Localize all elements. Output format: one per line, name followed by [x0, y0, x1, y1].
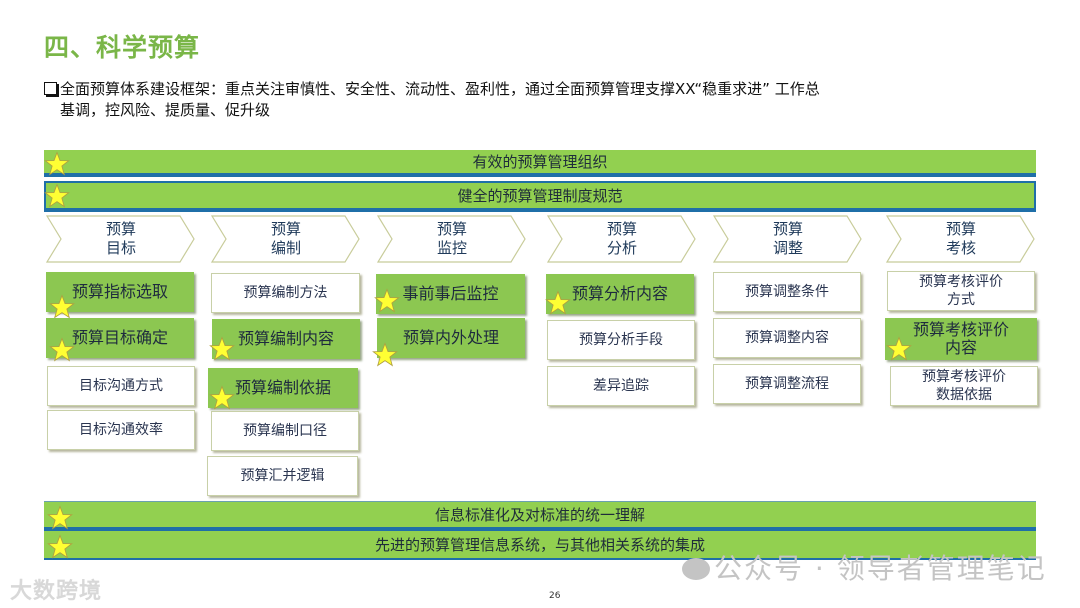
wechat-icon: [682, 558, 710, 580]
subtitle: 全面预算体系建设框架：重点关注审慎性、安全性、流动性、盈利性，通过全面预算管理支…: [44, 79, 1004, 121]
item-box: 预算编制依据: [208, 368, 358, 408]
item-label-l2: 方式: [947, 292, 975, 308]
subtitle-line-2: 基调，控风险、提质量、促升级: [60, 101, 271, 119]
item-label: 预算调整流程: [745, 376, 829, 392]
star-icon: [372, 342, 398, 368]
band-budget-organization: 有效的预算管理组织: [44, 150, 1036, 177]
star-icon: [209, 385, 235, 411]
stage-label-l1: 预算: [772, 220, 803, 238]
item-label: 预算编制方法: [243, 285, 328, 301]
item-box: 预算内外处理: [377, 318, 525, 358]
stage-header-target: 预算目标: [46, 215, 196, 263]
item-label-l1: 预算考核评价: [912, 320, 1009, 339]
stage-header-assess: 预算考核: [886, 215, 1036, 263]
item-label: 预算调整条件: [745, 284, 829, 300]
item-label-l1: 预算考核评价: [919, 274, 1003, 290]
star-icon: [44, 183, 70, 209]
item-label: 预算考核评价方式: [919, 273, 1003, 309]
subtitle-line-1: 全面预算体系建设框架：重点关注审慎性、安全性、流动性、盈利性，通过全面预算管理支…: [60, 80, 820, 98]
band-label: 先进的预算管理信息系统，与其他相关系统的集成: [374, 536, 705, 554]
page-title: 四、科学预算: [44, 33, 201, 62]
item-box: 预算编制口径: [211, 411, 359, 451]
item-label-l2: 内容: [944, 338, 977, 357]
item-box: 预算分析手段: [547, 320, 695, 360]
stage-label-l2: 目标: [105, 239, 136, 257]
item-label: 预算考核评价数据依据: [922, 368, 1006, 404]
stage-label-l1: 预算: [436, 220, 467, 238]
star-icon: [47, 505, 73, 531]
item-box: 预算调整条件: [713, 272, 861, 312]
stage-label-l1: 预算: [945, 220, 976, 238]
item-box: 预算调整内容: [713, 318, 861, 358]
item-box: 预算考核评价方式: [887, 271, 1035, 311]
item-label: 差异追踪: [593, 378, 649, 394]
item-label: 预算考核评价内容: [913, 321, 1009, 357]
item-box: 预算编制内容: [212, 319, 360, 359]
item-label: 预算汇并逻辑: [240, 468, 325, 484]
stage-label-l2: 分析: [606, 239, 637, 257]
star-icon: [49, 294, 75, 320]
stage-header-analysis: 预算分析: [547, 215, 697, 263]
stage-label-l1: 预算: [270, 220, 301, 238]
star-icon: [545, 290, 571, 316]
item-box: 目标沟通方式: [47, 366, 195, 406]
item-label: 预算目标确定: [71, 328, 168, 347]
item-label: 事前事后监控: [402, 284, 499, 303]
item-box: 预算分析内容: [546, 274, 694, 314]
item-box: 预算汇并逻辑: [207, 456, 358, 496]
item-box: 预算考核评价数据依据: [890, 366, 1038, 406]
band-info-standardization: 信息标准化及对标准的统一理解: [44, 501, 1036, 531]
item-label-l1: 预算考核评价: [922, 369, 1006, 385]
stage-label-l1: 预算: [606, 220, 637, 238]
stage-header-compile: 预算编制: [211, 215, 361, 263]
item-label: 预算分析手段: [579, 332, 663, 348]
star-icon: [209, 336, 235, 362]
stage-header-monitor: 预算监控: [377, 215, 527, 263]
watermark-right: 公众号 · 领导者管理笔记: [682, 547, 1047, 587]
item-box: 差异追踪: [547, 366, 695, 406]
item-box: 预算调整流程: [713, 364, 861, 404]
item-label: 目标沟通方式: [79, 378, 163, 394]
band-label: 信息标准化及对标准的统一理解: [434, 506, 645, 524]
page-number: 26: [549, 591, 561, 601]
band-info-system: 先进的预算管理信息系统，与其他相关系统的集成: [44, 531, 1036, 560]
item-box: 预算考核评价内容: [885, 318, 1037, 360]
watermark-left: 大数跨境: [10, 579, 103, 604]
item-box: 预算目标确定: [46, 318, 194, 358]
band-budget-regulations: 健全的预算管理制度规范: [44, 181, 1036, 212]
band-label: 有效的预算管理组织: [472, 153, 608, 171]
star-icon: [44, 151, 70, 177]
band-label: 健全的预算管理制度规范: [457, 187, 623, 205]
checkbox-bullet-icon: [44, 82, 57, 95]
item-box: 目标沟通效率: [47, 410, 195, 450]
stage-label-l1: 预算: [105, 220, 136, 238]
stage-label-l2: 监控: [436, 239, 467, 257]
watermark-text: 公众号 · 领导者管理笔记: [714, 552, 1047, 585]
stage-header-adjust: 预算调整: [713, 215, 863, 263]
item-box: 事前事后监控: [376, 274, 525, 314]
stage-label-l2: 考核: [945, 239, 976, 257]
star-icon: [374, 288, 400, 314]
item-label: 预算编制依据: [234, 378, 331, 397]
item-label: 预算内外处理: [402, 328, 499, 347]
star-icon: [47, 534, 73, 560]
item-label-l2: 数据依据: [936, 387, 992, 403]
item-label: 预算分析内容: [571, 284, 668, 303]
stage-label-l2: 调整: [772, 239, 803, 257]
stage-label-l2: 编制: [270, 239, 301, 257]
item-label: 预算编制内容: [237, 329, 334, 348]
item-label: 预算指标选取: [71, 282, 168, 301]
item-label: 预算编制口径: [243, 423, 327, 439]
star-icon: [49, 337, 75, 363]
item-box: 预算编制方法: [211, 273, 360, 313]
item-label: 预算调整内容: [745, 330, 829, 346]
item-label: 目标沟通效率: [79, 422, 163, 438]
star-icon: [886, 336, 912, 362]
